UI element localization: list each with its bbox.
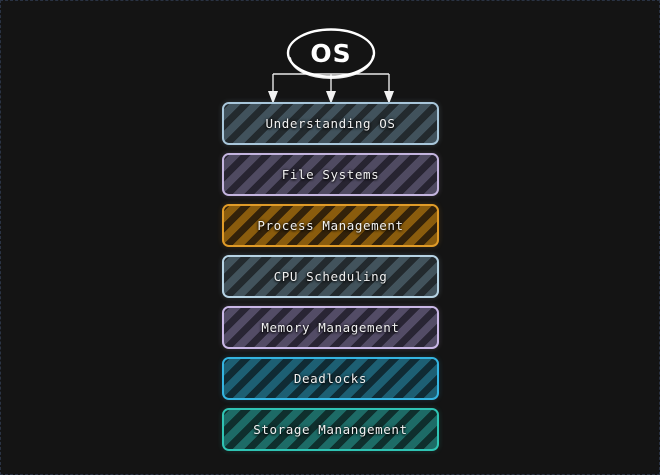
ellipse-sketch-stroke: [289, 55, 374, 80]
root-node-os[interactable]: OS: [285, 27, 377, 80]
diagram-node-label: CPU Scheduling: [273, 269, 388, 284]
diagram-node[interactable]: File Systems: [222, 153, 439, 196]
diagram-node[interactable]: Memory Management: [222, 306, 439, 349]
ellipse-outline: [286, 28, 376, 78]
diagram-node-label: Memory Management: [261, 320, 400, 335]
diagram-node-label: Storage Manangement: [253, 422, 408, 437]
diagram-node-label: Deadlocks: [293, 371, 368, 386]
diagram-node-label: Process Management: [257, 218, 404, 233]
diagram-node-label: Understanding OS: [265, 116, 396, 131]
diagram-node[interactable]: Deadlocks: [222, 357, 439, 400]
diagram-node[interactable]: Storage Manangement: [222, 408, 439, 451]
diagram-node-label: File Systems: [281, 167, 380, 182]
diagram-node[interactable]: CPU Scheduling: [222, 255, 439, 298]
diagram-node[interactable]: Understanding OS: [222, 102, 439, 145]
diagram-node[interactable]: Process Management: [222, 204, 439, 247]
